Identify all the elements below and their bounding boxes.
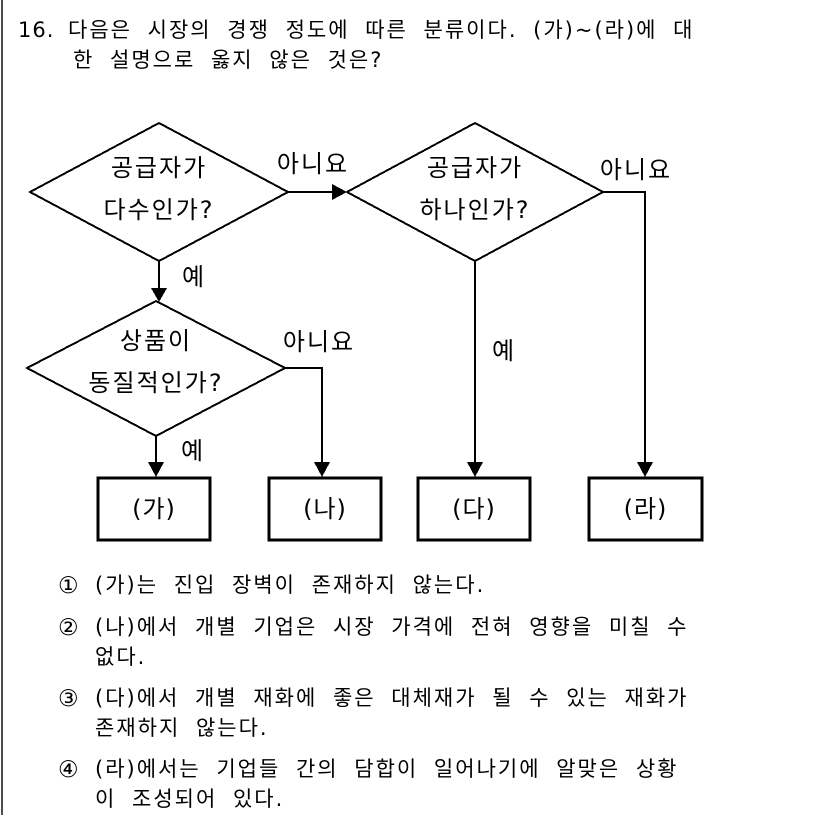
answer-option-1: ① (가)는 진입 장벽이 존재하지 않는다. [58,570,485,600]
option-3-number: ③ [58,686,79,712]
result-box-da-label: (다) [452,495,496,523]
decision-many-suppliers-label: 공급자가 다수인가? [103,154,215,224]
result-box-da-shape [416,476,532,542]
option-3-line-1: (다)에서 개별 재화에 좋은 대체재가 될 수 있는 재화가 [95,686,689,710]
edge-label-yes-3: 예 [181,437,206,465]
arrowhead-down-icon [151,288,167,302]
arrowhead-down-icon [467,462,483,477]
edge-label-no-3: 아니요 [282,328,356,356]
result-box-ga-shape [96,476,212,542]
arrow-no-to-box-na [285,367,323,464]
decision-homogeneous-product-label: 상품이 동질적인가? [88,327,224,397]
option-4-number: ④ [58,757,79,783]
answer-option-4: ④ (라)에서는 기업들 간의 담합이 일어나기에 알맞은 상황 이 조성되어 … [58,754,678,814]
arrowhead-down-icon [148,462,164,477]
answer-option-2: ② (나)에서 개별 기업은 시장 가격에 전혀 영향을 미칠 수 없다. [58,612,689,672]
option-2-number: ② [58,615,79,641]
arrow-no-to-box-ra [603,191,646,464]
option-2-line-1: (나)에서 개별 기업은 시장 가격에 전혀 영향을 미칠 수 [95,615,689,639]
option-2-line-2: 없다. [95,645,147,669]
decision-one-supplier-label: 공급자가 하나인가? [419,154,531,224]
arrowhead-down-icon [637,462,653,477]
option-1-line-1: (가)는 진입 장벽이 존재하지 않는다. [95,573,486,597]
option-4-line-1: (라)에서는 기업들 간의 담합이 일어나기에 알맞은 상황 [95,757,679,781]
result-box-na-label: (나) [303,495,347,523]
question-line-1: 다음은 시장의 경쟁 정도에 따른 분류이다. (가)~(라)에 대 [68,18,695,42]
question-number: 16. [18,18,55,42]
edge-label-no-2: 아니요 [599,156,673,184]
edge-label-yes-2: 예 [492,337,517,365]
option-1-number: ① [58,573,79,599]
column-divider-line [1,0,3,815]
option-3-line-2: 존재하지 않는다. [95,716,269,740]
question-line-2: 한 설명으로 옳지 않은 것은? [73,48,384,72]
option-4-line-2: 이 조성되어 있다. [95,787,285,811]
arrowhead-down-icon [314,462,330,477]
question-text: 다음은 시장의 경쟁 정도에 따른 분류이다. (가)~(라)에 대 한 설명으… [68,15,695,75]
result-box-na-shape [267,476,383,542]
edge-label-yes-1: 예 [182,263,207,291]
answer-option-3: ③ (다)에서 개별 재화에 좋은 대체재가 될 수 있는 재화가 존재하지 않… [58,683,689,743]
edge-label-no-1: 아니요 [276,150,350,178]
arrowhead-right-icon [332,184,347,200]
result-box-ga-label: (가) [132,495,176,523]
result-box-ra-shape [587,476,704,542]
result-box-ra-label: (라) [623,495,668,523]
